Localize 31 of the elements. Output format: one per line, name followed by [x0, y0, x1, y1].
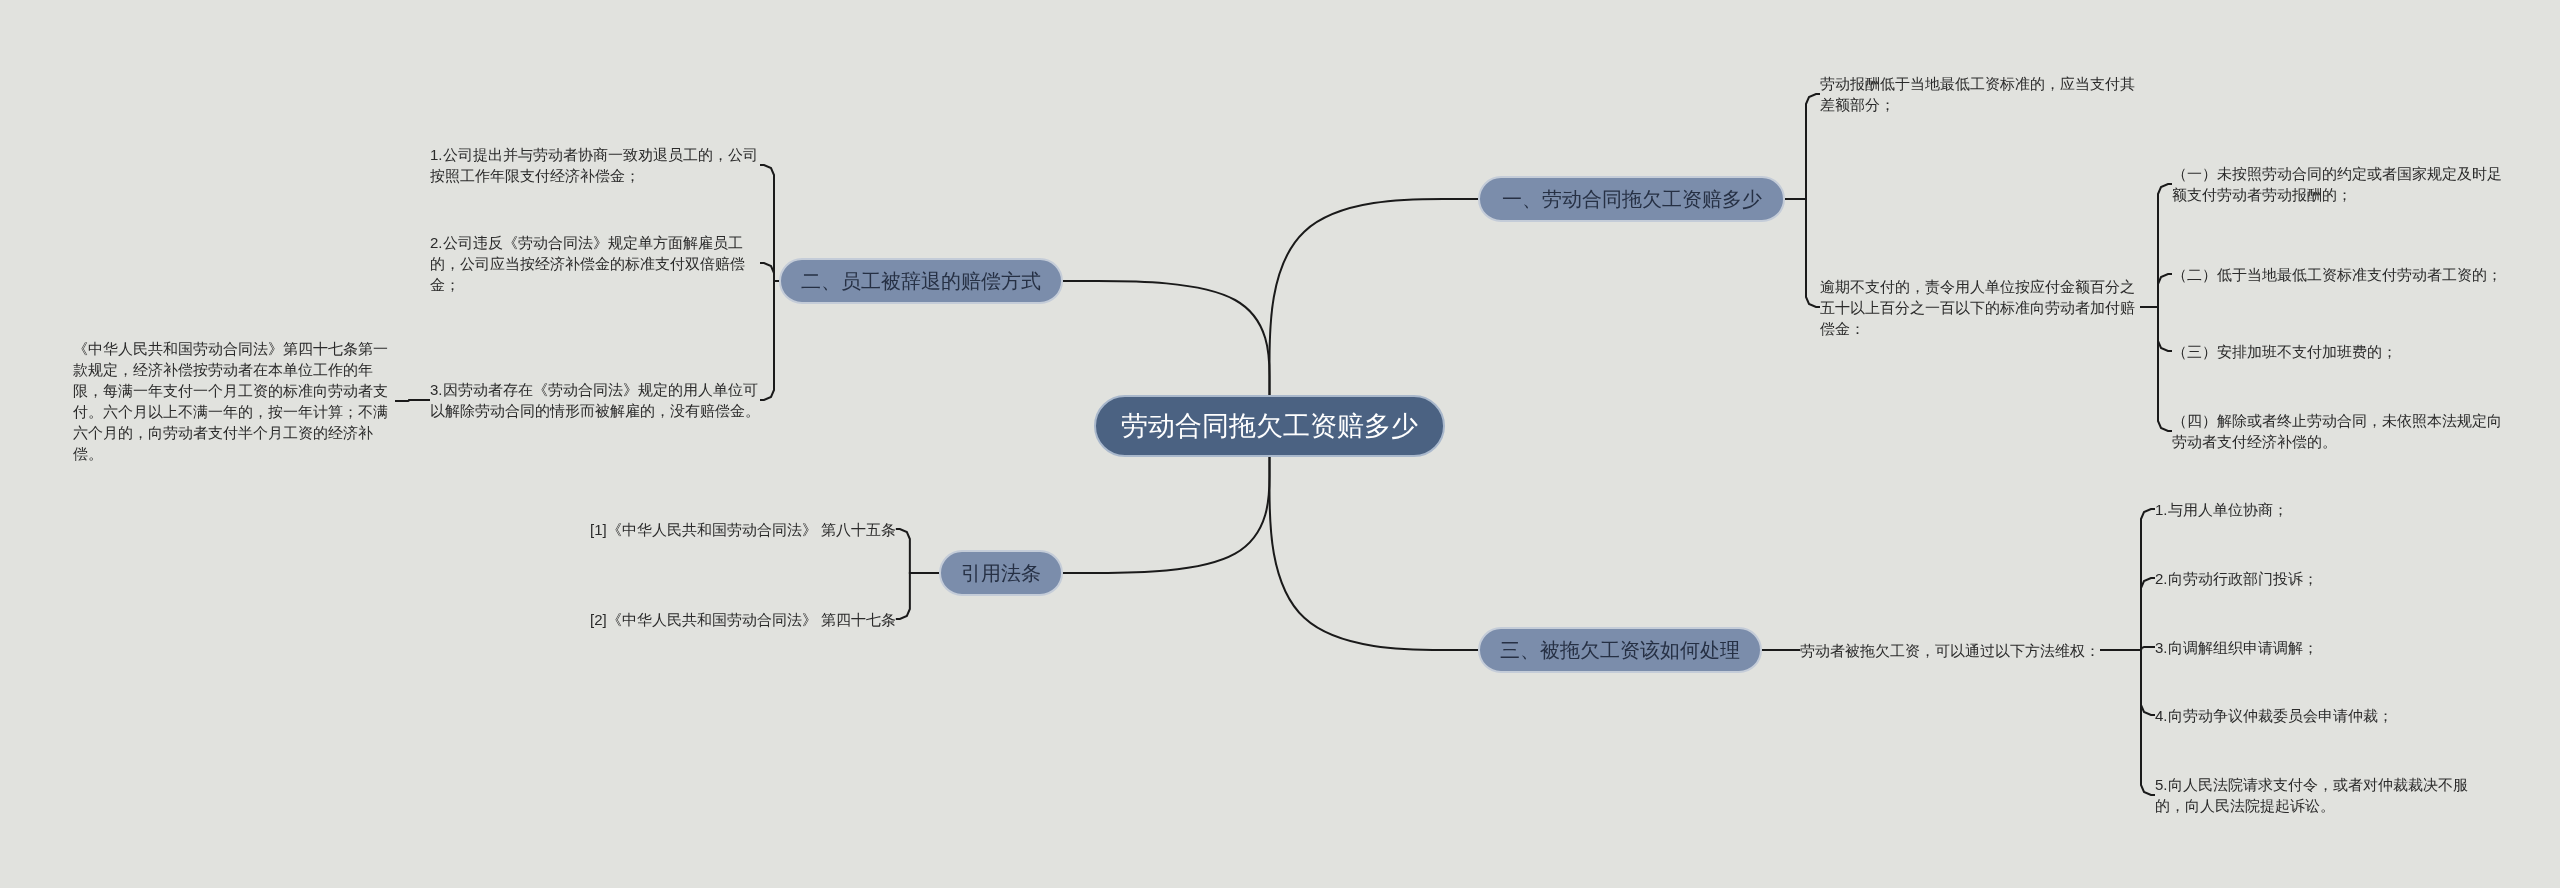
topic-pill: 三、被拖欠工资该如何处理 [1478, 627, 1762, 673]
topic-text: 劳动者被拖欠工资，可以通过以下方法维权： [1800, 639, 2100, 661]
topic-text: [2]《中华人民共和国劳动合同法》 第四十七条 [590, 608, 896, 630]
topic-text: 2.公司违反《劳动合同法》规定单方面解雇员工的，公司应当按经济补偿金的标准支付双倍赔偿金； [430, 231, 760, 295]
connector-line [2139, 306, 2173, 432]
topic-pill: 引用法条 [939, 550, 1063, 596]
central-topic: 劳动合同拖欠工资赔多少 [1094, 395, 1445, 457]
connector-line [1268, 456, 1479, 651]
topic-pill: 一、劳动合同拖欠工资赔多少 [1478, 176, 1785, 222]
topic-text: （四）解除或者终止劳动合同，未依照本法规定向劳动者支付经济补偿的。 [2172, 410, 2502, 452]
topic-text: 2.向劳动行政部门投诉； [2155, 567, 2318, 589]
topic-text: 1.公司提出并与劳动者协商一致劝退员工的，公司按照工作年限支付经济补偿金； [430, 144, 760, 186]
topic-text: 3.因劳动者存在《劳动合同法》规定的用人单位可以解除劳动合同的情形而被解雇的，没有赔偿金。 [430, 379, 760, 421]
topic-text: （三）安排加班不支付加班费的； [2172, 340, 2397, 362]
topic-text: 逾期不支付的，责令用人单位按应付金额百分之五十以上百分之一百以下的标准向劳动者加付赔偿金： [1820, 275, 2140, 339]
topic-text: 4.向劳动争议仲裁委员会申请仲裁； [2155, 704, 2393, 726]
topic-text: 3.向调解组织申请调解； [2155, 636, 2318, 658]
topic-text: 劳动报酬低于当地最低工资标准的，应当支付其差额部分； [1820, 73, 2140, 115]
connector-line [2099, 649, 2156, 796]
topic-pill: 二、员工被辞退的赔偿方式 [779, 258, 1063, 304]
connector-line [1784, 198, 1821, 308]
connector-line [894, 572, 940, 620]
connector-line [1761, 649, 1801, 651]
topic-text: 5.向人民法院请求支付令，或者对仲裁裁决不服的，向人民法院提起诉讼。 [2155, 774, 2485, 816]
topic-text: [1]《中华人民共和国劳动合同法》 第八十五条 [590, 518, 896, 540]
connector-line [394, 399, 431, 402]
topic-text: 1.与用人单位协商； [2155, 498, 2288, 520]
topic-text: （一）未按照劳动合同的约定或者国家规定及时足额支付劳动者劳动报酬的； [2172, 163, 2502, 205]
topic-text: （二）低于当地最低工资标准支付劳动者工资的； [2172, 263, 2502, 285]
connector-line [1268, 198, 1479, 396]
topic-text: 《中华人民共和国劳动合同法》第四十七条第一款规定，经济补偿按劳动者在本单位工作的年限，每满一年支付一个月工资的标准向劳动者支付。六个月以上不满一年的，按一年计算；不满六个月的，向劳动者支付半个月工资的经济补偿。 [73, 338, 395, 464]
